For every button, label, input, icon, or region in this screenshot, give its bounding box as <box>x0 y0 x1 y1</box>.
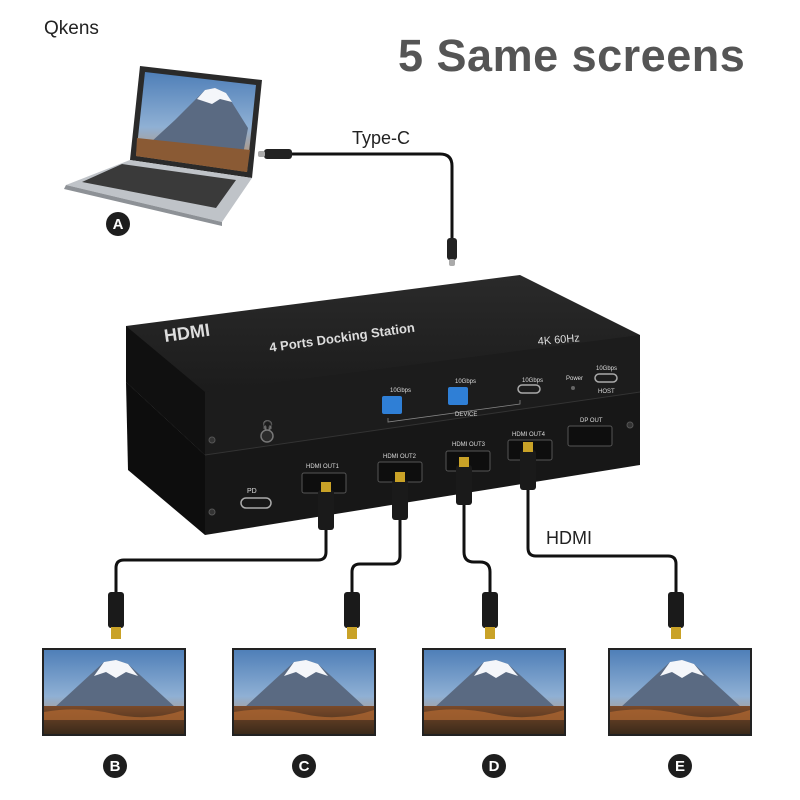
power-label: Power <box>566 376 583 382</box>
host-label: HOST <box>598 389 615 395</box>
hdmi-plugs-top <box>318 442 536 530</box>
usb-a-port-1 <box>382 396 402 414</box>
power-led <box>571 386 575 390</box>
docking-station <box>126 275 641 535</box>
usb-a-port-2 <box>448 387 468 405</box>
device-bracket <box>387 400 521 423</box>
dp-out-port <box>567 425 613 447</box>
usbc-host-port <box>594 373 618 383</box>
hdmi-out2-label: HDMI OUT2 <box>383 454 417 460</box>
usb1-speed-label: 10Gbps <box>390 388 411 394</box>
badge-e: E <box>668 754 692 778</box>
badge-c: C <box>292 754 316 778</box>
typec-plug-bottom <box>447 238 457 260</box>
brand-label: Qkens <box>44 18 99 39</box>
screw-right-upper <box>626 421 634 429</box>
hdmi-cables <box>114 490 678 594</box>
headline: 5 Same screens <box>398 30 746 81</box>
hdmi-out3-label: HDMI OUT3 <box>452 442 486 448</box>
badge-a: A <box>106 212 130 236</box>
laptop-icon <box>64 66 262 226</box>
monitor-d <box>422 648 566 736</box>
monitor-c <box>232 648 376 736</box>
usbc-device-speed-label: 10Gbps <box>522 378 543 384</box>
hdmi-plugs-bottom <box>108 592 684 639</box>
dp-out-label: DP OUT <box>580 418 603 424</box>
typec-cable <box>292 152 454 238</box>
monitor-e <box>608 648 752 736</box>
typec-cable-label: Type-C <box>352 128 411 148</box>
device-resolution: 4K 60Hz <box>537 332 580 348</box>
headphone-icon: 🎧 <box>262 419 273 431</box>
badge-b: B <box>103 754 127 778</box>
typec-tip-left <box>258 151 265 157</box>
device-group-label: DEVICE <box>455 412 477 418</box>
audio-jack <box>260 429 274 443</box>
hdmi-out1-label: HDMI OUT1 <box>306 464 340 470</box>
screw-left-lower <box>208 508 216 516</box>
hdmi-out4-label: HDMI OUT4 <box>512 432 546 438</box>
monitor-b <box>42 648 186 736</box>
typec-tip-bottom <box>449 259 455 266</box>
usbc-host-speed-label: 10Gbps <box>596 366 617 372</box>
usb2-speed-label: 10Gbps <box>455 379 476 385</box>
hdmi-cable-label: HDMI <box>546 528 592 548</box>
screw-left-upper <box>208 436 216 444</box>
typec-plug-left <box>264 149 292 159</box>
usbc-pd-port <box>240 497 272 509</box>
usbc-device-port <box>517 384 541 394</box>
pd-label: PD <box>247 488 257 495</box>
badge-d: D <box>482 754 506 778</box>
